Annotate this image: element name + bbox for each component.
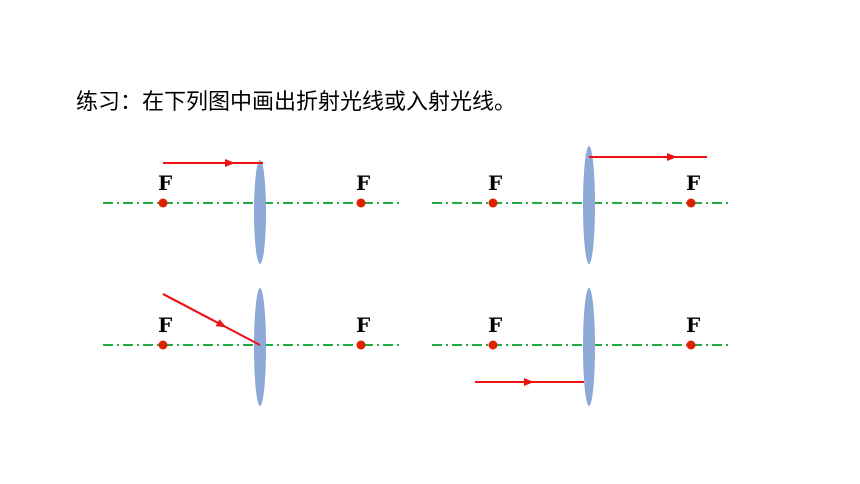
focal-label-left: F: [158, 313, 172, 337]
focal-label-right: F: [356, 313, 370, 337]
panel-top-right: F F: [432, 146, 729, 264]
convex-lens: [583, 288, 595, 406]
focal-point-right: [356, 198, 366, 208]
focal-label-right: F: [356, 171, 370, 195]
convex-lens: [254, 160, 266, 264]
focal-point-right: [686, 340, 696, 350]
focal-point-left: [158, 340, 168, 350]
panel-bottom-left: F F: [103, 288, 400, 406]
focal-point-left: [488, 340, 498, 350]
focal-point-right: [356, 340, 366, 350]
exercise-heading: 练习：在下列图中画出折射光线或入射光线。: [76, 90, 517, 115]
convex-lens: [583, 146, 595, 264]
convex-lens: [254, 288, 266, 406]
focal-label-left: F: [158, 171, 172, 195]
focal-label-left: F: [488, 313, 502, 337]
panel-top-left: F F: [103, 159, 400, 264]
focal-point-left: [158, 198, 168, 208]
focal-label-right: F: [686, 171, 700, 195]
focal-point-right: [686, 198, 696, 208]
focal-label-right: F: [686, 313, 700, 337]
ray-arrow: [162, 293, 227, 328]
panel-bottom-right: F F: [432, 288, 729, 406]
focal-point-left: [488, 198, 498, 208]
focal-label-left: F: [488, 171, 502, 195]
